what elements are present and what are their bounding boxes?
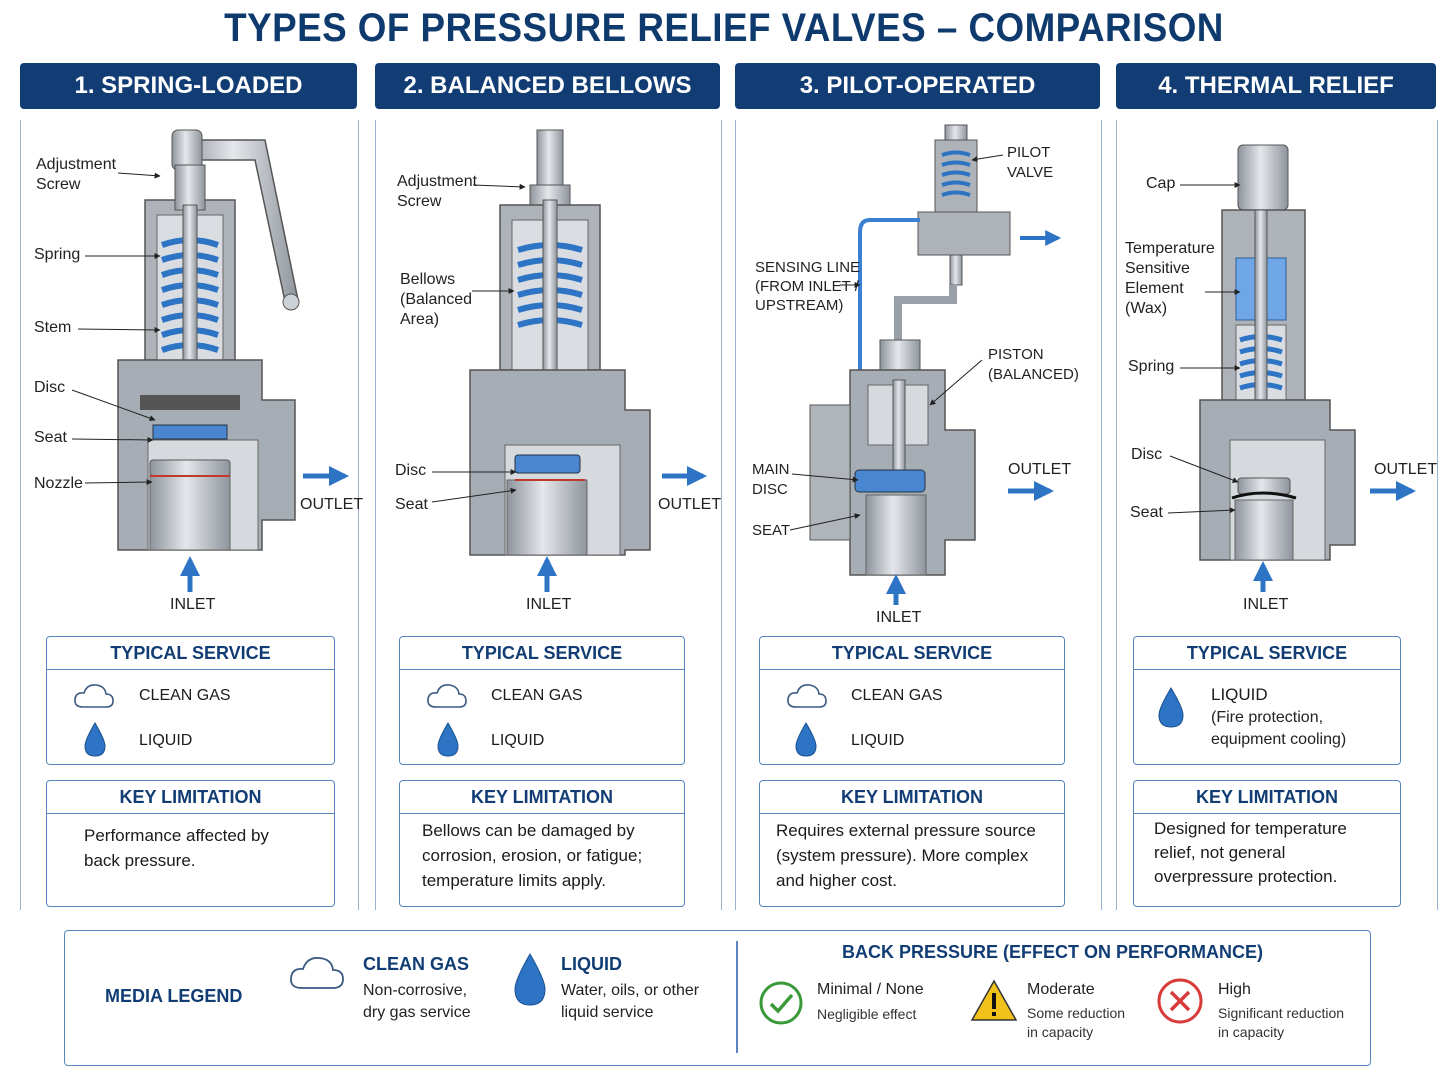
service-liquid: LIQUID [491, 732, 545, 749]
label-main-disc: MAIN DISC [752, 461, 790, 498]
key-limitation-text: Requires external pressure source (syste… [776, 821, 1036, 890]
key-limitation-heading: KEY LIMITATION [1134, 781, 1400, 814]
label-adjustment-screw: Adjustment Screw [36, 156, 117, 193]
cloud-icon [74, 684, 114, 708]
back-pressure-high-name: High [1218, 981, 1251, 998]
typical-service-heading: TYPICAL SERVICE [1134, 637, 1400, 670]
legend-divider [736, 941, 738, 1053]
label-seat: Seat [1130, 504, 1163, 521]
water-drop-icon [1158, 687, 1184, 728]
label-sensing-line: SENSING LINE (FROM INLET / UPSTREAM) [755, 259, 861, 314]
label-cap: Cap [1146, 175, 1176, 192]
key-limitation-box-1: KEY LIMITATION Performance affected by b… [46, 780, 335, 907]
label-disc: Disc [1131, 446, 1163, 463]
column-header-thermal-relief: 4. THERMAL RELIEF [1116, 63, 1436, 109]
typical-service-box-3: TYPICAL SERVICE CLEAN GAS LIQUID [759, 636, 1065, 765]
water-drop-icon [437, 722, 459, 757]
legend-liquid-title: LIQUID [561, 954, 622, 974]
back-pressure-moderate-name: Moderate [1027, 981, 1095, 998]
label-adjustment-screw: Adjustment Screw [397, 173, 478, 210]
service-clean-gas: CLEAN GAS [139, 687, 231, 704]
back-pressure-minimal-name: Minimal / None [817, 981, 924, 998]
check-circle-icon [759, 981, 803, 1025]
key-limitation-box-3: KEY LIMITATION Requires external pressur… [759, 780, 1065, 907]
column-header-balanced-bellows: 2. BALANCED BELLOWS [375, 63, 720, 109]
cloud-icon [427, 684, 467, 708]
label-spring: Spring [1128, 358, 1175, 375]
cloud-icon [290, 957, 344, 989]
key-limitation-text: Performance affected by back pressure. [84, 826, 269, 870]
water-drop-icon [795, 722, 817, 757]
legend-clean-gas-desc: Non-corrosive, dry gas service [363, 982, 471, 1021]
label-inlet: INLET [526, 596, 572, 613]
service-liquid: LIQUID [1211, 685, 1268, 704]
cloud-icon [787, 684, 827, 708]
label-stem: Stem [34, 319, 72, 336]
label-outlet: OUTLET [300, 496, 364, 513]
key-limitation-heading: KEY LIMITATION [47, 781, 334, 814]
error-circle-icon [1157, 978, 1203, 1024]
key-limitation-box-2: KEY LIMITATION Bellows can be damaged by… [399, 780, 685, 907]
label-nozzle: Nozzle [34, 475, 83, 492]
legend-clean-gas-title: CLEAN GAS [363, 954, 470, 974]
column-header-spring-loaded: 1. SPRING-LOADED [20, 63, 357, 109]
label-pilot-valve: PILOT VALVE [1007, 144, 1054, 181]
typical-service-box-4: TYPICAL SERVICE LIQUID (Fire protection,… [1133, 636, 1401, 765]
label-inlet: INLET [170, 596, 216, 613]
typical-service-heading: TYPICAL SERVICE [400, 637, 684, 670]
label-inlet: INLET [1243, 596, 1289, 613]
service-clean-gas: CLEAN GAS [491, 687, 583, 704]
label-bellows: Bellows (Balanced Area) [400, 271, 473, 328]
label-inlet: INLET [876, 609, 922, 626]
label-temperature-sensitive-element: Temperature Sensitive Element (Wax) [1125, 240, 1215, 317]
label-disc: Disc [34, 379, 66, 396]
back-pressure-moderate-desc: Some reduction in capacity [1027, 1005, 1126, 1040]
column-panel-1 [20, 120, 359, 910]
label-seat: SEAT [752, 522, 791, 539]
label-outlet: OUTLET [1374, 461, 1438, 478]
water-drop-icon [514, 952, 546, 1006]
label-outlet: OUTLET [658, 496, 722, 513]
back-pressure-minimal-desc: Negligible effect [817, 1006, 917, 1022]
warning-icon [970, 979, 1018, 1021]
column-panel-2 [375, 120, 722, 910]
label-disc: Disc [395, 462, 427, 479]
key-limitation-heading: KEY LIMITATION [760, 781, 1064, 814]
key-limitation-heading: KEY LIMITATION [400, 781, 684, 814]
column-panel-3 [735, 120, 1102, 910]
column-panel-4 [1116, 120, 1438, 910]
label-piston: PISTON (BALANCED) [988, 346, 1079, 383]
service-liquid: LIQUID [851, 732, 905, 749]
back-pressure-high-desc: Significant reduction in capacity [1218, 1005, 1345, 1040]
legend-panel: MEDIA LEGEND CLEAN GAS Non-corrosive, dr… [64, 930, 1371, 1066]
key-limitation-text: Bellows can be damaged by corrosion, ero… [422, 821, 643, 890]
label-outlet: OUTLET [1008, 461, 1072, 478]
typical-service-heading: TYPICAL SERVICE [47, 637, 334, 670]
label-seat: Seat [34, 429, 67, 446]
service-clean-gas: CLEAN GAS [851, 687, 943, 704]
service-liquid-note: (Fire protection, equipment cooling) [1211, 709, 1347, 748]
service-liquid: LIQUID [139, 732, 193, 749]
page-title: TYPES OF PRESSURE RELIEF VALVES – COMPAR… [224, 6, 1224, 50]
typical-service-box-2: TYPICAL SERVICE CLEAN GAS LIQUID [399, 636, 685, 765]
typical-service-heading: TYPICAL SERVICE [760, 637, 1064, 670]
label-spring: Spring [34, 246, 81, 263]
back-pressure-title: BACK PRESSURE (EFFECT ON PERFORMANCE) [842, 942, 1264, 962]
label-seat: Seat [395, 496, 428, 513]
column-header-pilot-operated: 3. PILOT-OPERATED [735, 63, 1100, 109]
water-drop-icon [84, 722, 106, 757]
media-legend-title: MEDIA LEGEND [105, 986, 243, 1006]
typical-service-box-1: TYPICAL SERVICE CLEAN GAS LIQUID [46, 636, 335, 765]
key-limitation-text: Designed for temperature relief, not gen… [1154, 819, 1347, 886]
key-limitation-box-4: KEY LIMITATION Designed for temperature … [1133, 780, 1401, 907]
legend-liquid-desc: Water, oils, or other liquid service [561, 982, 700, 1021]
